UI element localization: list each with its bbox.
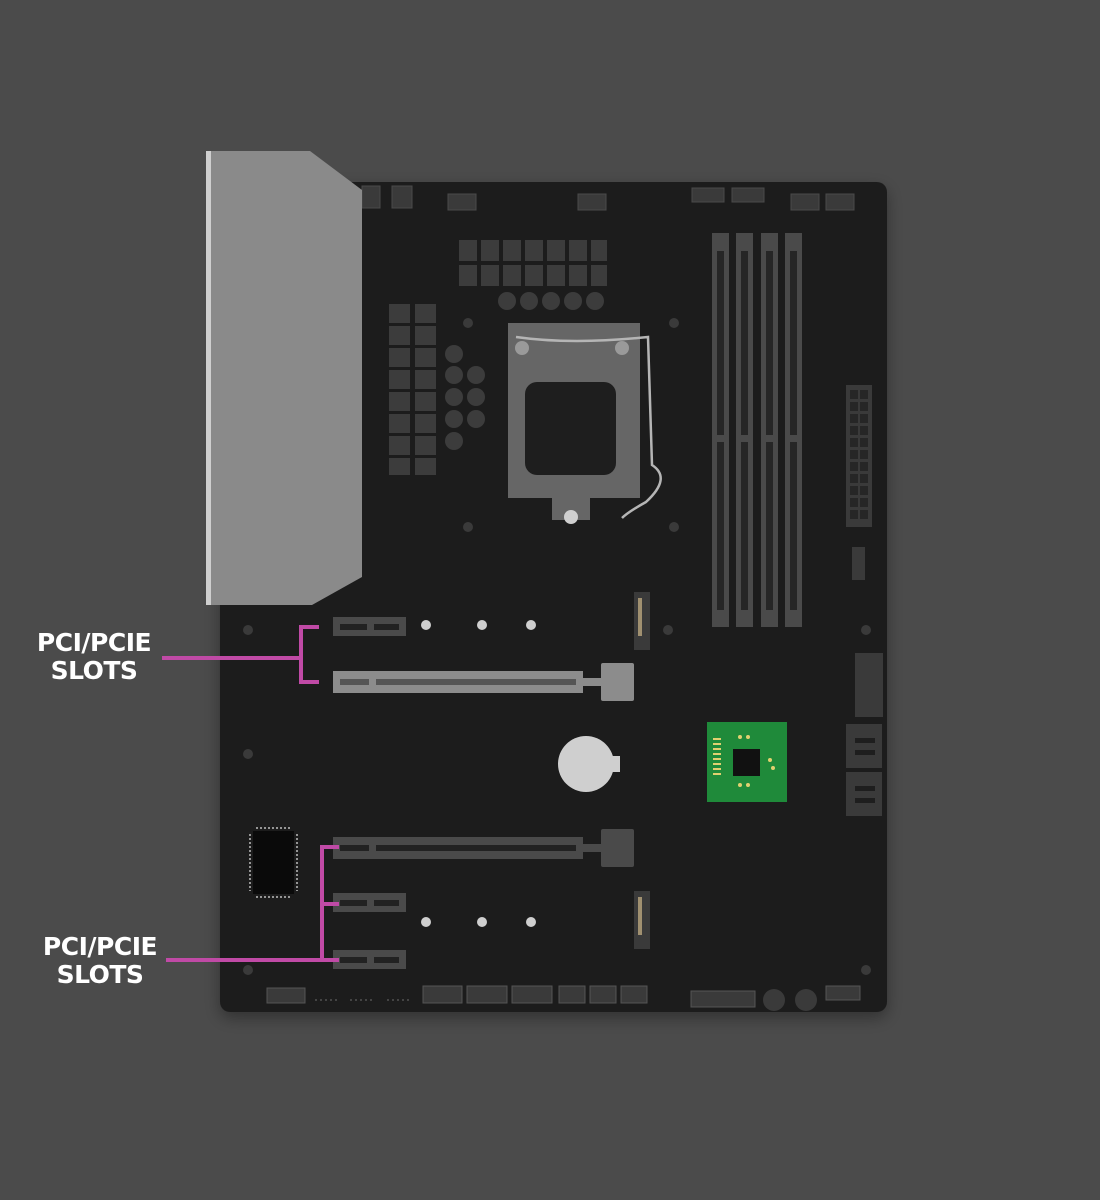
pcie-slots-bottom <box>333 829 650 969</box>
callout-top-line2: SLOTS <box>50 656 138 685</box>
cmos-battery <box>558 736 614 792</box>
callout-bottom-line1: PCI/PCIE <box>42 932 158 961</box>
io-heatsink <box>206 151 362 605</box>
pcie-slots-top <box>333 592 650 701</box>
callout-bottom-line2: SLOTS <box>56 960 144 989</box>
capacitor-2 <box>795 989 817 1011</box>
vrm-top <box>459 240 607 310</box>
callout-lines <box>162 625 339 962</box>
atx-power-connector <box>846 385 872 580</box>
callout-line-top <box>162 625 319 684</box>
callout-label-bottom: PCI/PCIE SLOTS <box>36 933 164 989</box>
bottom-headers <box>266 985 861 1008</box>
cpu-socket <box>508 323 662 524</box>
ram-slots <box>712 233 802 627</box>
callout-line-bottom <box>166 845 339 962</box>
right-connectors <box>846 653 883 816</box>
audio-chip <box>249 827 298 898</box>
top-connectors <box>361 185 855 211</box>
callout-top-line1: PCI/PCIE <box>36 628 152 657</box>
chipset <box>707 722 787 802</box>
vrm-left <box>389 304 485 475</box>
callout-label-top: PCI/PCIE SLOTS <box>30 629 158 685</box>
capacitor-1 <box>763 989 785 1011</box>
